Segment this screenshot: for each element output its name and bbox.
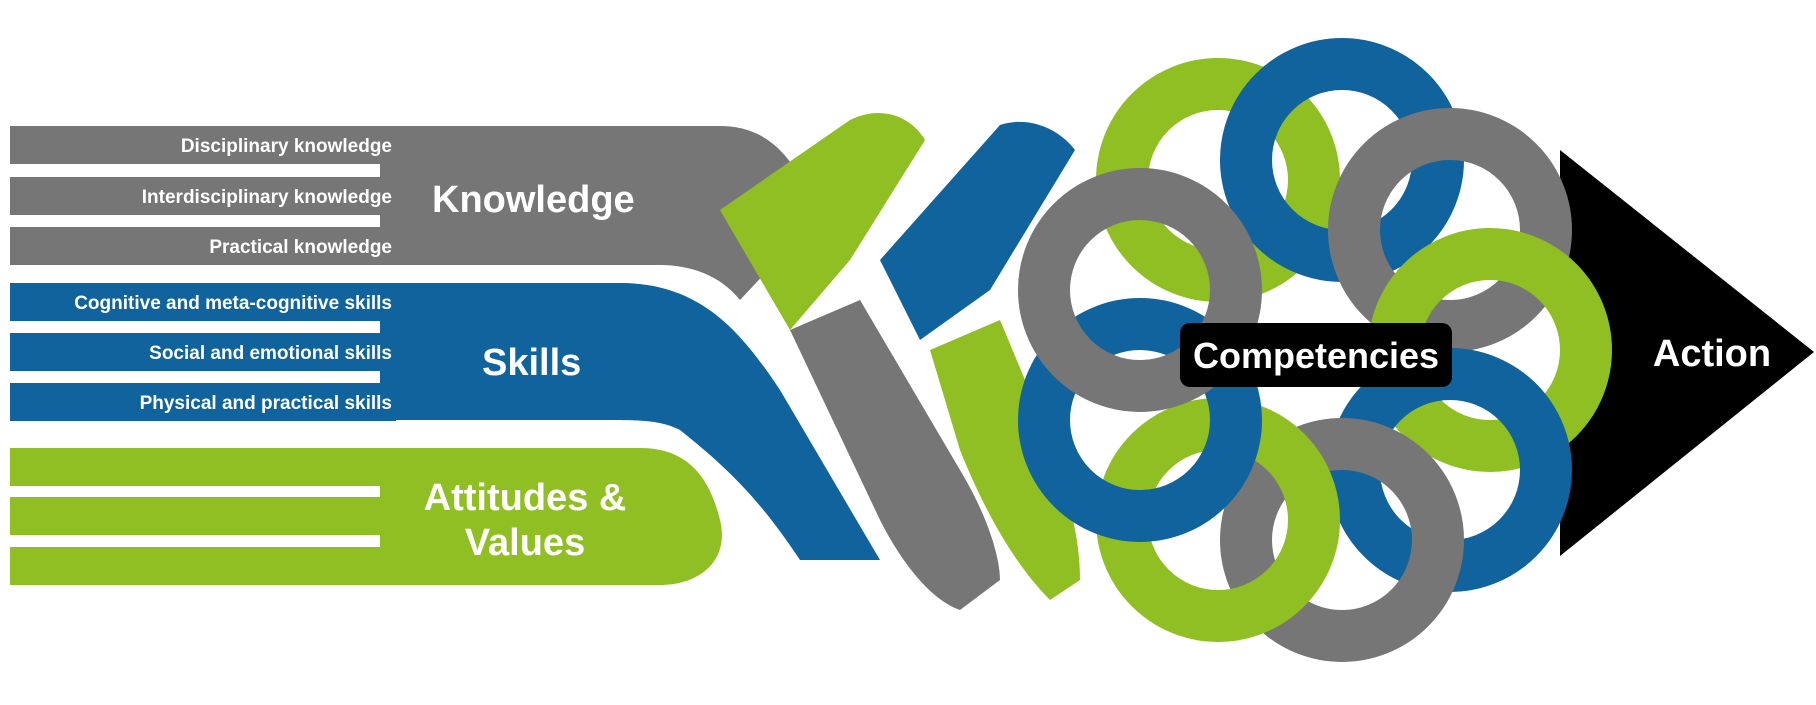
attitudes-band <box>380 448 722 585</box>
attitudes-title-line1: Attitudes & <box>424 477 627 519</box>
skills-item-label: Social and emotional skills <box>149 343 392 364</box>
skills-item-label: Physical and practical skills <box>140 393 392 414</box>
knowledge-bar <box>10 227 396 265</box>
attitudes-bar <box>10 448 396 486</box>
knowledge-bar <box>10 177 396 215</box>
knowledge-bar <box>10 126 396 164</box>
flower-ring <box>1018 298 1262 542</box>
flower-ring <box>1328 108 1572 352</box>
attitudes-bar <box>10 497 396 535</box>
skills-bar <box>10 283 396 321</box>
braid-ribbon-green <box>720 112 925 330</box>
knowledge-item-label: Disciplinary knowledge <box>181 136 392 157</box>
skills-group: Cognitive and meta-cognitive skills Soci… <box>10 283 880 560</box>
skills-band <box>380 283 880 560</box>
skills-bar <box>10 333 396 371</box>
knowledge-group: Disciplinary knowledge Interdisciplinary… <box>10 126 820 300</box>
braid <box>720 112 1080 610</box>
competencies-label: Competencies <box>1193 335 1439 376</box>
action-arrow <box>1560 150 1814 556</box>
skills-item-label: Cognitive and meta-cognitive skills <box>74 293 392 314</box>
braid-ribbon-green-lower <box>930 320 1080 600</box>
attitudes-group: Attitudes & Values <box>10 448 722 585</box>
braid-ribbon-blue <box>880 121 1075 340</box>
action-label: Action <box>1653 333 1771 375</box>
skills-title: Skills <box>482 342 581 384</box>
knowledge-band <box>380 126 820 300</box>
flower-ring <box>1220 418 1464 662</box>
skills-bar <box>10 383 396 421</box>
knowledge-item-label: Practical knowledge <box>209 237 392 258</box>
competencies-label-box <box>1180 323 1452 387</box>
attitudes-title-line2: Values <box>465 522 585 564</box>
braid-ribbon-gray <box>790 300 1000 610</box>
knowledge-item-label: Interdisciplinary knowledge <box>142 187 392 208</box>
flower-ring <box>1018 168 1262 412</box>
attitudes-bar <box>10 547 396 585</box>
knowledge-title: Knowledge <box>432 179 635 221</box>
